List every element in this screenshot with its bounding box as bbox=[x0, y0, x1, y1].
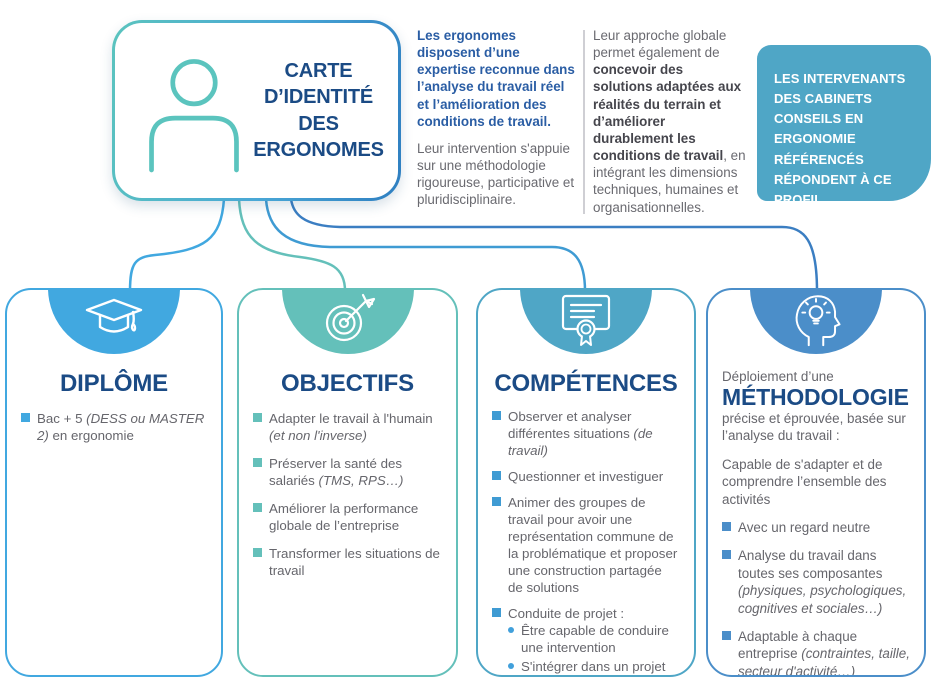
list-item: Améliorer la performance globale de l’en… bbox=[253, 500, 442, 534]
card-competences-title: COMPÉTENCES bbox=[494, 370, 678, 397]
intro-regular-paragraph: Leur intervention s'appuie sur une métho… bbox=[417, 140, 575, 208]
bullet-square bbox=[492, 497, 501, 507]
card-diplome-title: DIPLÔME bbox=[60, 370, 168, 397]
certificate-icon bbox=[561, 294, 611, 346]
line-to-competences bbox=[264, 197, 587, 293]
list-item: Bac + 5 (DESS ou MASTER 2) en ergonomie bbox=[21, 410, 207, 444]
column-divider bbox=[583, 30, 585, 214]
card-diplome: DIPLÔME Bac + 5 (DESS ou MASTER 2) en er… bbox=[5, 288, 223, 677]
bullet-square bbox=[492, 608, 501, 618]
list-item-text: Observer et analyser différentes situati… bbox=[508, 409, 653, 459]
sub-list-item: Être capable de conduire une interventio… bbox=[508, 622, 680, 656]
list-item: Analyse du travail dans toutes ses compo… bbox=[722, 547, 910, 617]
list-item-text: Conduite de projet : Être capable de con… bbox=[508, 605, 680, 675]
competences-circle bbox=[520, 290, 652, 354]
list-item: Conduite de projet : Être capable de con… bbox=[492, 605, 680, 675]
bullet-square bbox=[253, 413, 262, 422]
list-item-text: Analyse du travail dans toutes ses compo… bbox=[738, 548, 907, 616]
bullet-square bbox=[492, 471, 501, 481]
bullet-square bbox=[722, 631, 731, 641]
bullet-square bbox=[253, 548, 262, 558]
list-item: Adapter le travail à l'humain (et non l'… bbox=[253, 410, 442, 444]
identity-card-inner: CARTE D’IDENTITÉ DES ERGONOMES bbox=[115, 23, 398, 198]
bullet-dot bbox=[508, 663, 514, 670]
list-item-text: Adaptable à chaque entreprise (contraint… bbox=[738, 629, 910, 677]
list-item-text: Transformer les situations de travail bbox=[269, 546, 440, 579]
list-item-text: Animer des groupes de travail pour avoir… bbox=[508, 495, 678, 596]
intro-column-2: Leur approche globale permet également d… bbox=[593, 27, 746, 226]
list-item: Questionner et investiguer bbox=[492, 468, 680, 485]
list-item: Observer et analyser différentes situati… bbox=[492, 408, 680, 459]
card-competences: COMPÉTENCES Observer et analyser différe… bbox=[476, 288, 696, 677]
list-item-text: Adapter le travail à l'humain (et non l'… bbox=[269, 411, 433, 444]
card-diplome-body: Bac + 5 (DESS ou MASTER 2) en ergonomie bbox=[7, 398, 221, 444]
head-lightbulb-icon bbox=[795, 295, 841, 347]
methodologie-title: MÉTHODOLOGIE bbox=[722, 384, 909, 411]
bullet-square bbox=[492, 411, 501, 420]
line-to-diplome bbox=[128, 197, 226, 293]
person-icon bbox=[149, 58, 239, 172]
bullet-square bbox=[253, 458, 262, 468]
identity-card: CARTE D’IDENTITÉ DES ERGONOMES bbox=[112, 20, 401, 201]
list-item: Préserver la santé des salariés (TMS, RP… bbox=[253, 455, 442, 489]
list-item-text: Questionner et investiguer bbox=[508, 469, 664, 485]
sub-list-item: S'intégrer dans un projet existant bbox=[508, 658, 680, 675]
diplome-circle bbox=[48, 290, 180, 354]
list-item: Avec un regard neutre bbox=[722, 519, 910, 536]
methodologie-paragraph: Capable de s'adapter et de comprendre l’… bbox=[722, 456, 887, 507]
bullet-square bbox=[21, 413, 30, 422]
list-item: Transformer les situations de travail bbox=[253, 545, 442, 579]
bullet-square bbox=[253, 503, 262, 513]
methodologie-intro: Déploiement d’une MÉTHODOLOGIE précise e… bbox=[722, 369, 909, 444]
card-methodologie: Déploiement d’une MÉTHODOLOGIE précise e… bbox=[706, 288, 926, 677]
identity-card-title: CARTE D’IDENTITÉ DES ERGONOMES bbox=[253, 59, 384, 161]
card-objectifs: OBJECTIFS Adapter le travail à l'humain … bbox=[237, 288, 458, 677]
card-objectifs-body: Adapter le travail à l'humain (et non l'… bbox=[239, 398, 456, 579]
objectifs-circle bbox=[281, 290, 414, 354]
intro-mixed-paragraph: Leur approche globale permet également d… bbox=[593, 28, 746, 215]
list-item-text: Avec un regard neutre bbox=[738, 519, 871, 535]
list-item: Adaptable à chaque entreprise (contraint… bbox=[722, 628, 910, 677]
card-competences-body: Observer et analyser différentes situati… bbox=[478, 398, 694, 675]
card-objectifs-title: OBJECTIFS bbox=[281, 370, 414, 397]
list-item: Animer des groupes de travail pour avoir… bbox=[492, 494, 680, 596]
list-item-text: Améliorer la performance globale de l’en… bbox=[269, 501, 419, 534]
line-to-methodologie bbox=[289, 197, 819, 293]
sub-list: Être capable de conduire une interventio… bbox=[508, 622, 680, 675]
line-to-objectifs bbox=[237, 197, 347, 293]
graduation-cap-icon bbox=[85, 298, 143, 333]
intro-column-1: Les ergonomes disposent d’une expertise … bbox=[417, 27, 576, 219]
target-arrow-icon bbox=[325, 293, 375, 342]
card-methodologie-body: Déploiement d’une MÉTHODOLOGIE précise e… bbox=[708, 368, 924, 677]
bullet-square bbox=[722, 521, 731, 531]
list-item-text: Préserver la santé des salariés (TMS, RP… bbox=[269, 456, 404, 489]
bullet-dot bbox=[508, 627, 514, 634]
list-item-text: Bac + 5 (DESS ou MASTER 2) en ergonomie bbox=[37, 411, 205, 444]
bullet-square bbox=[722, 550, 731, 560]
highlight-box: LES INTERVENANTS DES CABINETS CONSEILS E… bbox=[757, 45, 931, 207]
intro-bold-paragraph: Les ergonomes disposent d’une expertise … bbox=[417, 28, 575, 129]
highlight-text: LES INTERVENANTS DES CABINETS CONSEILS E… bbox=[774, 71, 906, 207]
methodologie-circle bbox=[750, 290, 882, 354]
